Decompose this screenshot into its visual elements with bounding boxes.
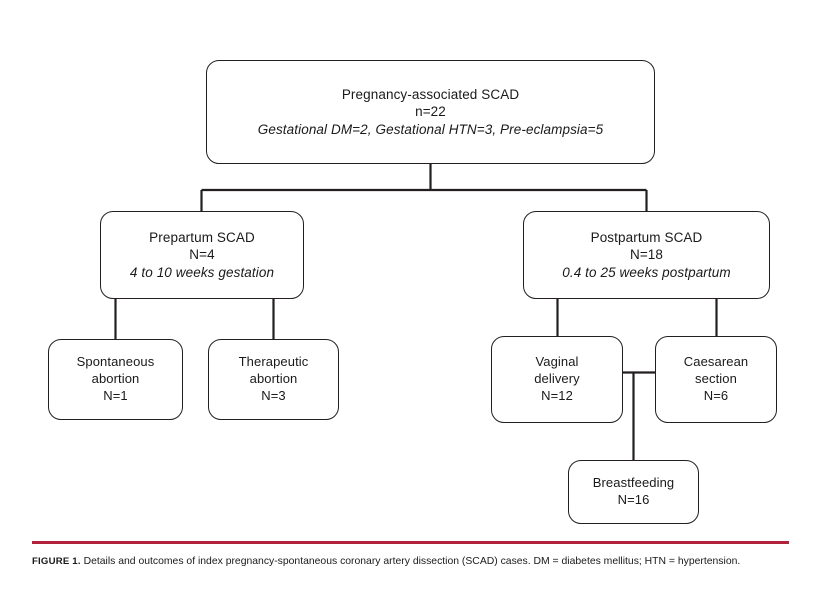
figure-caption-block: FIGURE 1. Details and outcomes of index … <box>32 541 789 569</box>
node-therapeutic-line1: Therapeutic <box>238 354 309 370</box>
figure-caption-label: FIGURE 1. <box>32 556 81 567</box>
node-root-detail: Gestational DM=2, Gestational HTN=3, Pre… <box>257 121 604 137</box>
node-prepartum-detail: 4 to 10 weeks gestation <box>129 264 275 280</box>
node-postpartum-scad: Postpartum SCAD N=18 0.4 to 25 weeks pos… <box>523 211 770 299</box>
node-therapeutic-count: N=3 <box>261 387 286 403</box>
node-therapeutic-line2: abortion <box>249 371 298 387</box>
caption-divider-rule <box>32 541 789 544</box>
node-postpartum-detail: 0.4 to 25 weeks postpartum <box>562 264 731 280</box>
node-caesarean-line1: Caesarean <box>683 354 749 370</box>
node-prepartum-title: Prepartum SCAD <box>149 230 255 246</box>
node-prepartum-count: N=4 <box>189 247 215 263</box>
node-breastfeeding-line1: Breastfeeding <box>592 475 675 491</box>
node-spontaneous-abortion: Spontaneous abortion N=1 <box>48 339 183 420</box>
node-root-title: Pregnancy-associated SCAD <box>341 87 520 103</box>
node-therapeutic-abortion: Therapeutic abortion N=3 <box>208 339 339 420</box>
node-caesarean-count: N=6 <box>703 387 729 403</box>
node-pregnancy-associated-scad: Pregnancy-associated SCAD n=22 Gestation… <box>206 60 655 164</box>
node-breastfeeding: Breastfeeding N=16 <box>568 460 699 524</box>
node-root-count: n=22 <box>415 104 446 120</box>
node-vaginal-line2: delivery <box>534 371 580 387</box>
node-caesarean-line2: section <box>695 371 737 387</box>
node-spontaneous-count: N=1 <box>103 387 128 403</box>
node-postpartum-count: N=18 <box>629 247 664 263</box>
node-breastfeeding-count: N=16 <box>617 492 650 507</box>
figure-caption: FIGURE 1. Details and outcomes of index … <box>32 555 789 569</box>
node-vaginal-delivery: Vaginal delivery N=12 <box>491 336 623 423</box>
node-spontaneous-line1: Spontaneous <box>76 354 155 370</box>
node-vaginal-line1: Vaginal <box>535 354 579 370</box>
node-vaginal-count: N=12 <box>541 387 573 403</box>
node-caesarean-section: Caesarean section N=6 <box>655 336 777 423</box>
figure-caption-body: Details and outcomes of index pregnancy-… <box>80 556 741 567</box>
node-prepartum-scad: Prepartum SCAD N=4 4 to 10 weeks gestati… <box>100 211 304 299</box>
node-postpartum-title: Postpartum SCAD <box>590 230 703 246</box>
node-spontaneous-line2: abortion <box>91 371 140 387</box>
